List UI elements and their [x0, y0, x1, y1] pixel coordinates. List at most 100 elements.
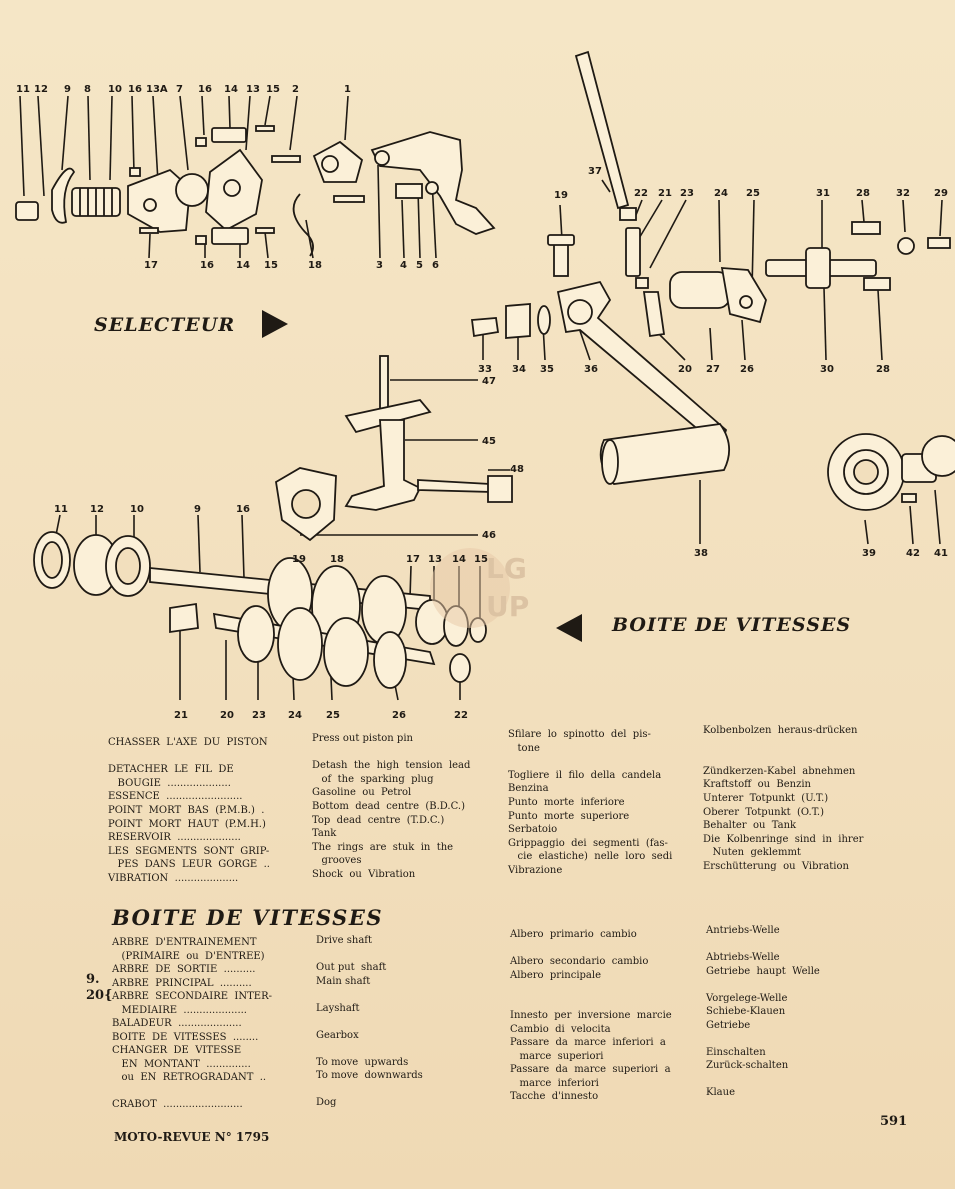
callout-number: 45: [482, 436, 496, 447]
glossary-line: [510, 996, 672, 1010]
glossary-line: VIBRATION ....................: [108, 872, 239, 884]
callout-number: 22: [454, 710, 468, 720]
glossary-line: Oberer Totpunkt (O.T.): [703, 806, 824, 818]
glossary1-italian: Sfilare lo spinotto del pis- tone Toglie…: [508, 728, 672, 878]
glossary-line: marce superiori: [510, 1050, 604, 1062]
callout-number: 47: [482, 376, 496, 387]
callout-number: 34: [512, 364, 526, 375]
glossary-line: Albero principale: [510, 969, 601, 981]
callout-number: 24: [288, 710, 302, 720]
glossary-line: [703, 738, 863, 752]
callout-number: 11: [16, 84, 30, 95]
glossary-line: POINT MORT BAS (P.M.B.) .: [108, 804, 265, 816]
glossary-line: Vorgelege-Welle: [706, 992, 788, 1004]
svg-text:UP: UP: [486, 590, 529, 623]
glossary-line: ESSENCE ........................: [108, 791, 243, 803]
callout-number: 19: [554, 190, 568, 201]
glossary-line: [706, 1032, 820, 1046]
glossary-line: Zurück-schalten: [706, 1060, 789, 1071]
callout-number: 1: [344, 84, 351, 95]
arrow-right-icon: [262, 310, 288, 338]
glossary-line: Behalter ou Tank: [703, 820, 797, 832]
glossary-line: [508, 755, 672, 769]
glossary-line: Top dead centre (T.D.C.): [312, 814, 445, 826]
glossary-line: PES DANS LEUR GORGE ..: [108, 859, 270, 871]
glossary-line: (PRIMAIRE ou D'ENTREE): [112, 950, 265, 962]
boite-heading: BOITE DE VITESSES: [112, 905, 384, 930]
glossary-line: Albero primario cambio: [510, 929, 637, 940]
glossary-line: POINT MORT HAUT (P.M.H.): [108, 818, 266, 830]
callout-number: 27: [706, 364, 720, 375]
callout-number: 36: [584, 364, 598, 375]
glossary-line: Getriebe: [706, 1019, 751, 1031]
glossary-line: [510, 942, 672, 956]
callout-number: 9: [64, 84, 71, 95]
glossary-line: Tank: [312, 828, 337, 840]
callout-number: 30: [820, 364, 834, 375]
callout-number: 42: [906, 548, 920, 559]
glossary-line: Gearbox: [316, 1029, 359, 1041]
callout-number: 13: [246, 84, 260, 95]
glossary-line: Einschalten: [706, 1046, 766, 1058]
callout-number: 23: [680, 188, 694, 199]
callout-number: 21: [658, 188, 672, 199]
callout-number: 25: [746, 188, 760, 199]
glossary-line: [316, 948, 423, 962]
callout-number: 29: [934, 188, 948, 199]
glossary-line: [706, 1073, 820, 1087]
section-title-selecteur: SELECTEUR: [94, 314, 236, 336]
callout-number: 13: [428, 554, 442, 565]
callout-number: 41: [934, 548, 948, 559]
glossary-line: Punto morte inferiore: [508, 796, 625, 808]
callout-number: 16: [198, 84, 212, 95]
glossary-line: DETACHER LE FIL DE: [108, 764, 234, 776]
callout-number: 24: [714, 188, 728, 199]
glossary-line: [312, 746, 470, 760]
glossary-line: To move downwards: [316, 1070, 423, 1081]
callout-number: 23: [252, 710, 266, 720]
glossary-line: Gasoline ou Petrol: [312, 787, 412, 799]
glossary2-italian: Albero primario cambio Albero secondario…: [510, 928, 672, 1104]
glossary-line: ARBRE DE SORTIE ..........: [112, 964, 256, 975]
glossary-line: Erschütterung ou Vibration: [703, 860, 849, 872]
callout-number: 48: [510, 464, 524, 475]
glossary-line: BOUGIE ....................: [108, 777, 231, 789]
glossary-line: [706, 938, 820, 952]
glossary-line: Klaue: [706, 1087, 735, 1098]
callout-number: 8: [84, 84, 91, 95]
glossary-line: Layshaft: [316, 1002, 360, 1014]
glossary-line: Passare da marce superiori a: [510, 1064, 671, 1075]
callout-number: 32: [896, 188, 910, 199]
glossary-line: Tacche d'innesto: [510, 1091, 599, 1102]
callout-number: 16: [128, 84, 142, 95]
callout-number: 18: [330, 554, 344, 565]
callout-number: 46: [482, 530, 496, 541]
glossary1-french: CHASSER L'AXE DU PISTON DETACHER LE FIL …: [108, 736, 270, 886]
glossary-line: Shock ou Vibration: [312, 868, 416, 880]
callout-number: 38: [694, 548, 708, 559]
callout-number: 16: [200, 260, 214, 271]
glossary-line: Punto morte superiore: [508, 810, 630, 822]
magazine-footer: MOTO-REVUE N° 1795: [114, 1130, 270, 1144]
glossary-line: grooves: [312, 855, 362, 867]
glossary-line: CHANGER DE VITESSE: [112, 1045, 242, 1056]
callout-number: 10: [130, 504, 144, 515]
callout-number: 28: [856, 188, 870, 199]
callout-number: 5: [416, 260, 423, 271]
callout-number: 26: [392, 710, 406, 720]
glossary-line: Out put shaft: [316, 962, 387, 973]
callout-number: 19: [292, 554, 306, 565]
callout-number: 21: [174, 710, 188, 720]
glossary-line: Press out piston pin: [312, 733, 413, 744]
callout-number: 15: [264, 260, 278, 271]
callout-number: 28: [876, 364, 890, 375]
glossary-line: CHASSER L'AXE DU PISTON: [108, 737, 268, 748]
glossary-line: Drive shaft: [316, 935, 372, 946]
glossary-line: [316, 1042, 423, 1056]
glossary-line: ARBRE PRINCIPAL ..........: [112, 977, 252, 989]
callout-number: 4: [400, 260, 407, 271]
glossary1-german: Kolbenbolzen heraus-drücken Zündkerzen-K…: [703, 724, 863, 874]
glossary-line: The rings are stuk in the: [312, 841, 454, 853]
glossary-line: Zündkerzen-Kabel abnehmen: [703, 765, 856, 777]
